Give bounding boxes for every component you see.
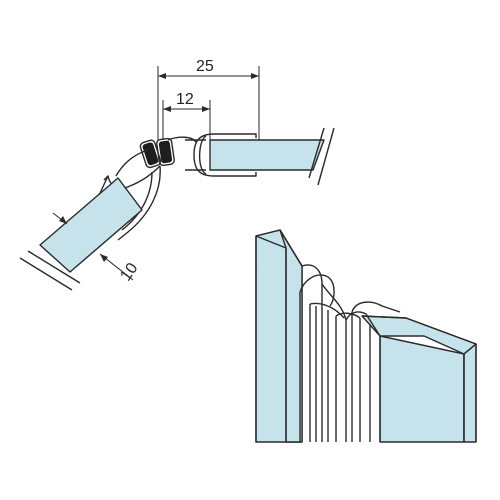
dimension-25: 25 [157, 58, 260, 140]
magnet-left [142, 142, 159, 166]
seal-profile-left [93, 149, 161, 241]
magnet-strips [139, 137, 175, 169]
seal-profile-right [167, 133, 257, 177]
dimension-12: 12 [162, 91, 211, 140]
glass-pane-angled [361, 315, 477, 443]
seal-profile-angled [345, 301, 401, 442]
glass-pane-vertical [255, 229, 303, 443]
cross-section-detail: 25 12 [19, 58, 335, 291]
magnet-right [158, 140, 173, 164]
dimension-10-label: 10 [117, 260, 141, 284]
seal-profile-vertical [299, 264, 361, 442]
glass-pane-right [209, 127, 335, 186]
dimension-12-label: 12 [176, 91, 194, 108]
dimension-25-label: 25 [196, 58, 214, 75]
perspective-detail [255, 229, 477, 443]
